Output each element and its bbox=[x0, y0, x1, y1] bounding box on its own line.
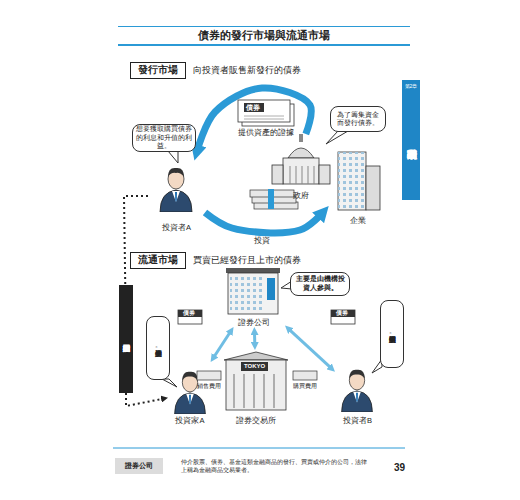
bond-header bbox=[244, 103, 264, 112]
securities-firm: 證券公司 bbox=[222, 266, 285, 327]
node-text: 為了籌集資金而發行債券。 bbox=[334, 111, 382, 128]
bond-lines bbox=[244, 116, 284, 119]
footer-rule bbox=[113, 448, 405, 449]
flow-arrow bbox=[197, 88, 311, 151]
flow-arrow bbox=[213, 331, 231, 358]
edge-label: 投資 bbox=[254, 237, 270, 245]
money-icon bbox=[197, 371, 221, 380]
building bbox=[366, 166, 380, 210]
text-label: 債券 bbox=[336, 311, 348, 317]
text-label: 39 bbox=[394, 463, 405, 473]
investor-illustration bbox=[175, 372, 206, 414]
text-label: 銷售費用 bbox=[197, 383, 221, 389]
node-text: 政府 bbox=[293, 191, 309, 200]
node-text: 投資家A bbox=[175, 416, 204, 425]
investor-illustration bbox=[160, 168, 192, 212]
speech-bubble: 為了籌集資金而發行債券。 bbox=[330, 106, 386, 132]
firm-sign bbox=[267, 278, 275, 300]
speech-bubble: 想要賣掉手上的債券。 bbox=[146, 316, 170, 380]
chapter-tab: 第2章金融市場的基礎 bbox=[402, 80, 420, 200]
node-text: 仲介股票、債券、基金這類金融商品的發行、買賣或仲介的公司，法律上稱為金融商品交易… bbox=[181, 458, 371, 474]
node-text: 證券交易所 bbox=[236, 416, 276, 425]
building bbox=[226, 360, 286, 410]
section-heading: 流通市場 bbox=[130, 252, 186, 269]
building bbox=[338, 152, 366, 210]
investor-figure: 投資者B bbox=[335, 360, 380, 425]
building bbox=[228, 273, 278, 314]
bond-bundle bbox=[178, 310, 202, 324]
money-band bbox=[268, 189, 274, 209]
bond-paper bbox=[242, 104, 294, 126]
bubble-tail bbox=[162, 379, 177, 387]
building-wing bbox=[319, 165, 330, 184]
speech-bubble: 主要是由機構投資人參與。 bbox=[290, 272, 350, 296]
node-text: TOKYO bbox=[241, 362, 268, 371]
text-label: 債券 bbox=[246, 105, 260, 112]
roof bbox=[226, 268, 280, 273]
money-stack bbox=[250, 190, 294, 197]
roof bbox=[224, 352, 288, 360]
node-text: 想要獲取購買債券的利息和升值的利益。 bbox=[136, 125, 192, 150]
columns bbox=[234, 374, 274, 408]
investor-figure: 投資者A bbox=[148, 160, 205, 232]
node-text: 想要賣掉手上的債券。 bbox=[154, 319, 162, 377]
node-text: 證券公司 bbox=[115, 458, 163, 474]
spire bbox=[299, 134, 303, 142]
node-text: 證券公司 bbox=[238, 318, 270, 327]
bond-bundle-band bbox=[178, 310, 202, 317]
windows bbox=[338, 152, 366, 210]
government-building: 政府 bbox=[272, 134, 330, 200]
text-label: 向投資者販售新發行的債券 bbox=[193, 66, 301, 75]
footnote: 證券公司 仲介股票、債券、基金這類金融商品的發行、買賣或仲介的公司，法律上稱為金融… bbox=[115, 452, 390, 480]
speech-bubble: 想要獲取購買債券的利息和升值的利益。 bbox=[132, 124, 196, 152]
dotted-connector bbox=[124, 196, 148, 285]
node-text: 第2章 bbox=[405, 83, 418, 89]
bond-bundle-band bbox=[331, 310, 355, 317]
bond-paper bbox=[238, 100, 290, 122]
windows bbox=[230, 276, 264, 312]
investor-illustration bbox=[342, 370, 373, 412]
text-label: 買賣已經發行且上市的債券 bbox=[193, 256, 301, 265]
flow-arrow bbox=[253, 332, 256, 345]
node-text: 金融市場的基礎 bbox=[405, 93, 418, 189]
node-text: 發行市場 bbox=[138, 64, 178, 77]
note-band: 在到期前想要賣掉債券的話 bbox=[119, 285, 133, 393]
columns bbox=[290, 166, 314, 184]
node-text: 主要是由機構投資人參與。 bbox=[294, 275, 346, 293]
text-label: 債券 bbox=[183, 311, 195, 317]
flow-arrow bbox=[205, 212, 322, 232]
node-text: 企業 bbox=[350, 216, 366, 225]
node-text: 流通市場 bbox=[138, 254, 178, 267]
node-text: 投資者A bbox=[162, 223, 191, 232]
page-title: 債券的發行市場與流通市場 bbox=[118, 26, 410, 46]
node-text: 在到期前想要賣掉債券的話 bbox=[122, 289, 131, 389]
bubble-tail bbox=[326, 131, 348, 144]
section-heading: 發行市場 bbox=[130, 62, 186, 79]
building-wing bbox=[272, 165, 283, 184]
bubble-tail bbox=[168, 151, 178, 163]
dotted-connector bbox=[126, 393, 164, 406]
stock-exchange: TOKYO 證券交易所 bbox=[222, 350, 290, 425]
node-text: 想要購買販售中的債券。 bbox=[388, 303, 396, 365]
edge-label: 提供資產的證據 bbox=[238, 129, 294, 137]
text-label: 購買費用 bbox=[293, 383, 317, 389]
money-stack bbox=[254, 202, 298, 209]
company-building: 企業 bbox=[330, 148, 385, 225]
dome bbox=[288, 148, 314, 158]
money-stack bbox=[252, 196, 296, 203]
node-text: 投資者B bbox=[343, 416, 372, 425]
speech-bubble: 想要購買販售中的債券。 bbox=[380, 300, 404, 368]
money-icon bbox=[293, 371, 317, 380]
investor-figure: 投資家A bbox=[168, 362, 212, 425]
bond-bundle bbox=[331, 310, 355, 324]
building bbox=[283, 158, 319, 184]
flow-arrow bbox=[289, 329, 332, 369]
